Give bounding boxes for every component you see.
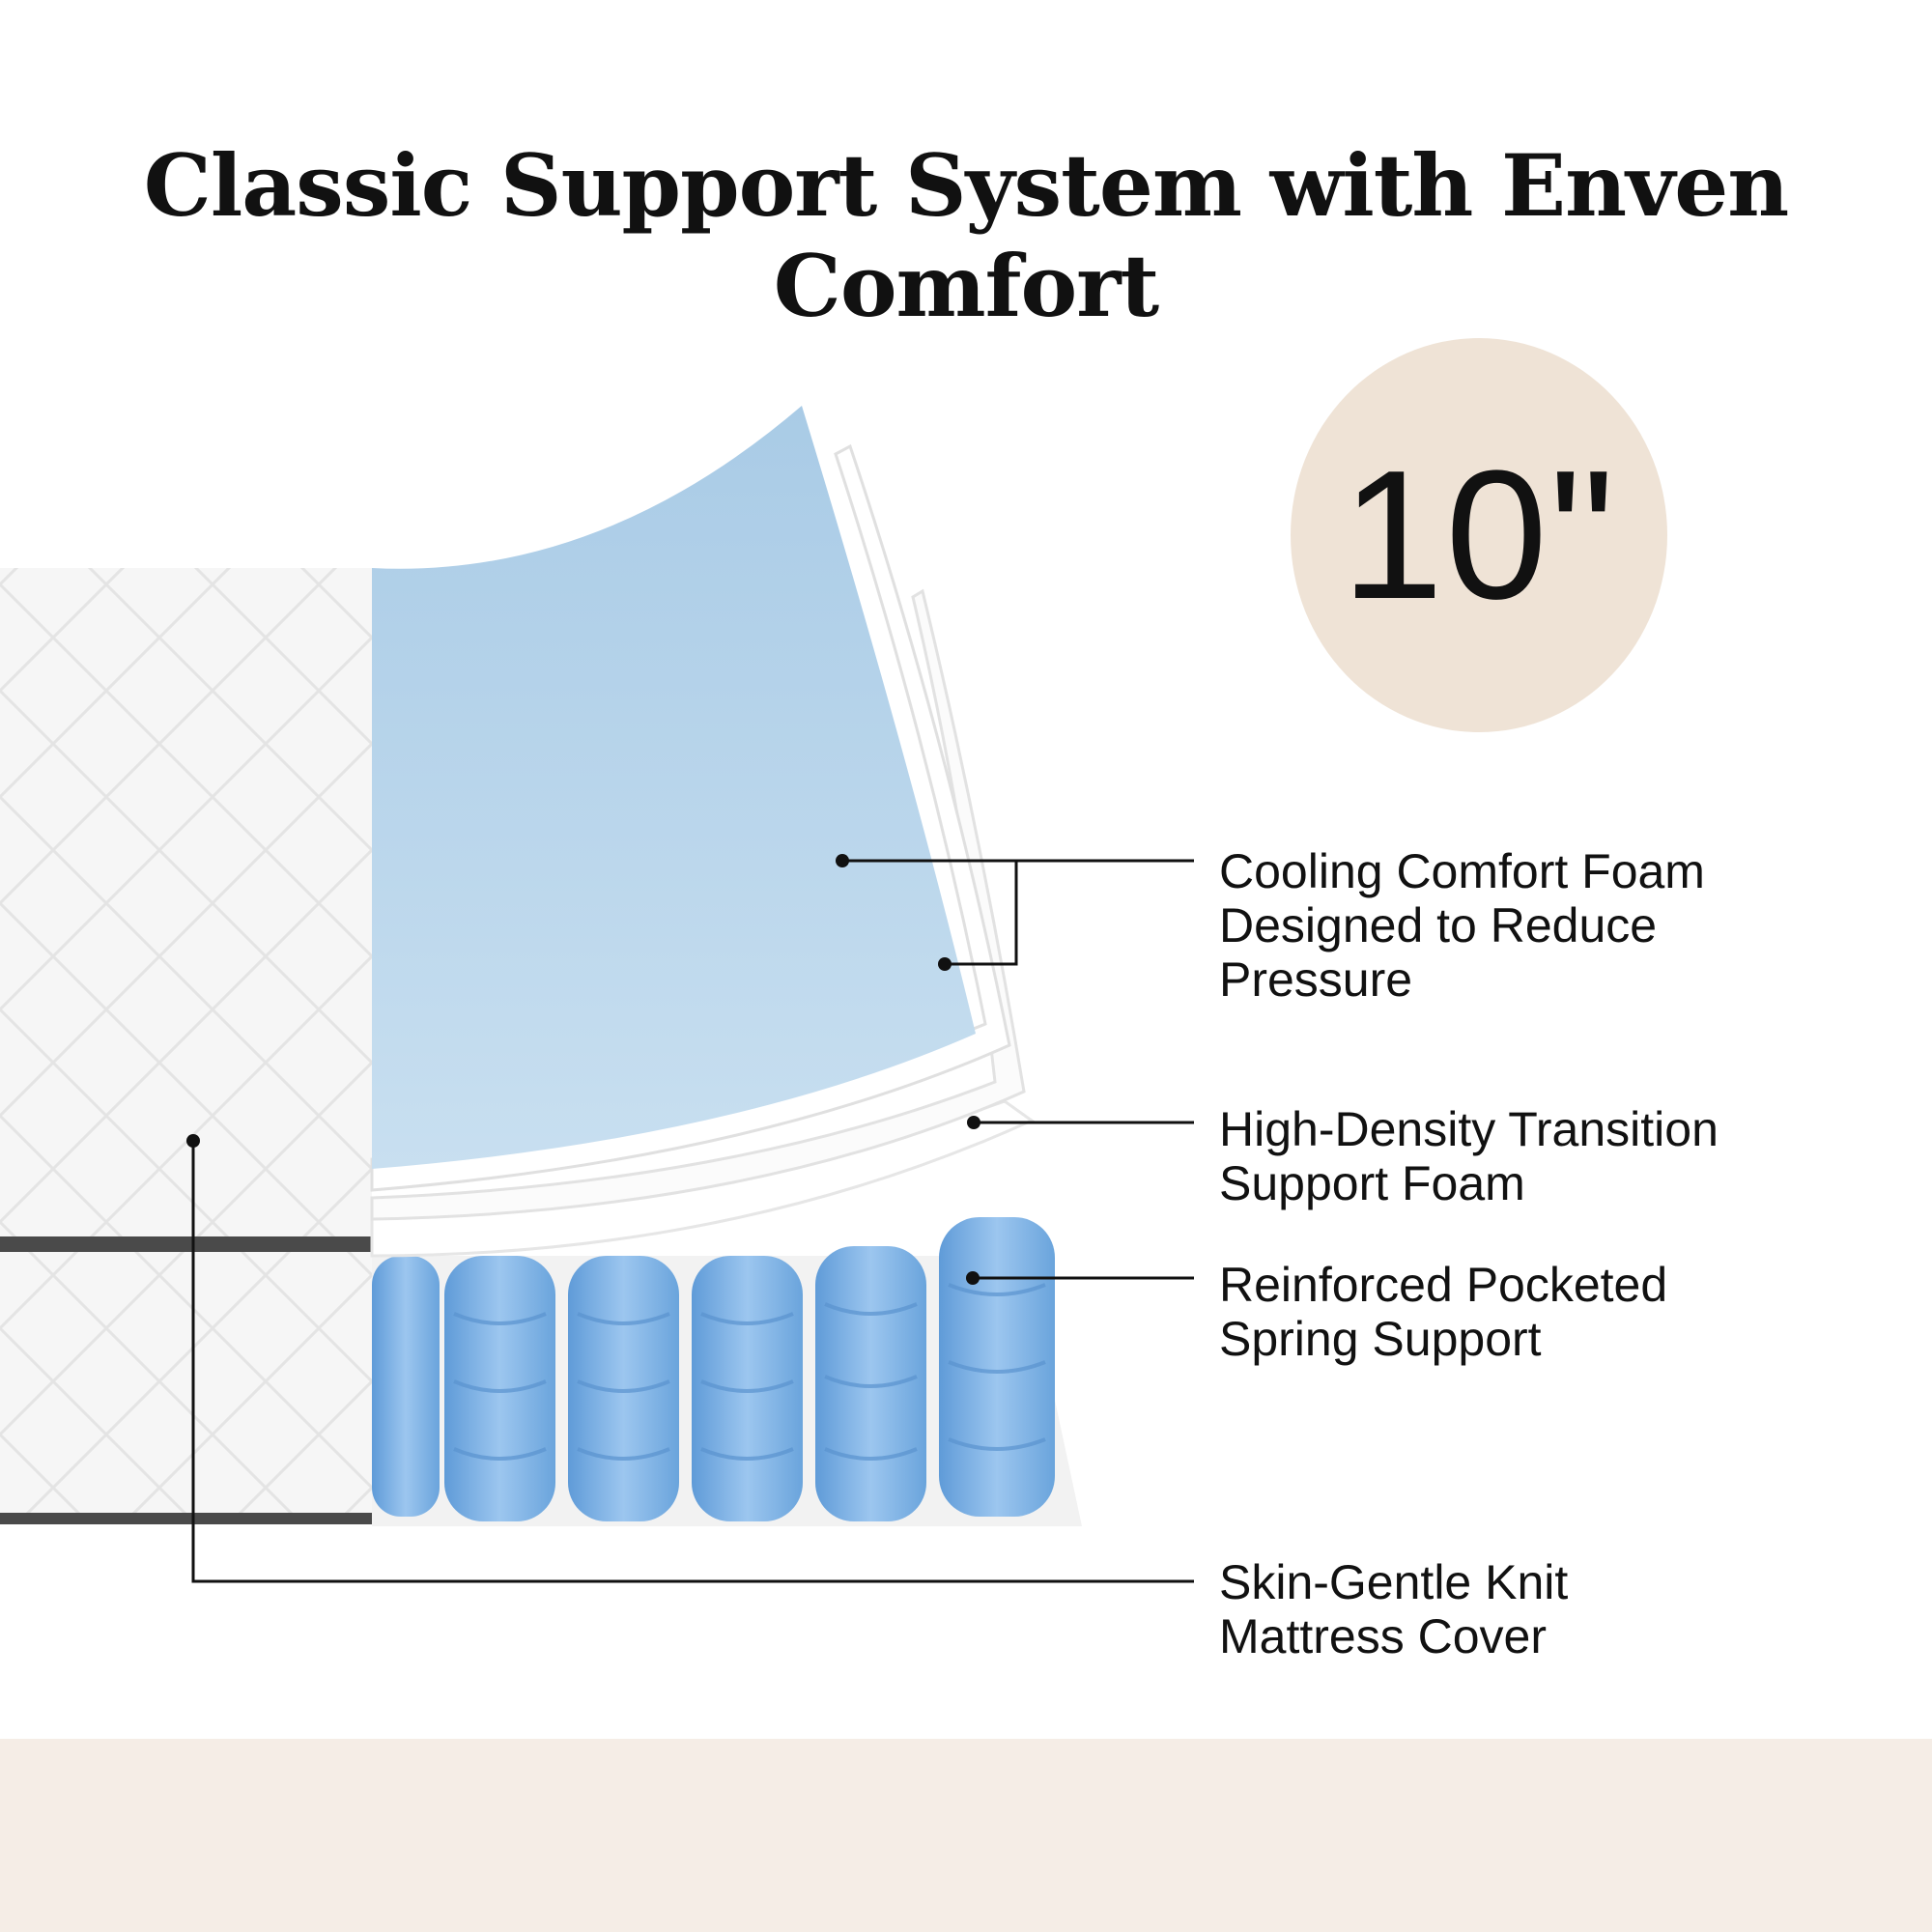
page-title: Classic Support System with Enven Comfor… [143,135,1789,336]
cover-bottom-trim [0,1513,372,1524]
callout-leader-lines [191,859,1194,1583]
cover-top-panel [0,568,372,1236]
cover-trim-band [0,1236,372,1252]
height-badge: 10" [1291,338,1667,732]
callout-knit-mattress-cover: Skin-Gentle Knit Mattress Cover [1219,1555,1569,1663]
callout-dots [186,854,980,1285]
callout-transition-support-foam: High-Density Transition Support Foam [1219,1102,1719,1210]
cover-side-panel [0,1252,372,1519]
white-comfort-sheet-back [370,588,1026,1221]
pocketed-springs [372,1217,1055,1521]
height-badge-text: 10" [1341,433,1617,638]
cooling-gel-foam-layer [372,406,976,1169]
callout-pocketed-spring-support: Reinforced Pocketed Spring Support [1219,1258,1668,1366]
footer-band [0,1739,1932,1932]
callout-cooling-comfort-foam: Cooling Comfort Foam Designed to Reduce … [1219,844,1705,1007]
